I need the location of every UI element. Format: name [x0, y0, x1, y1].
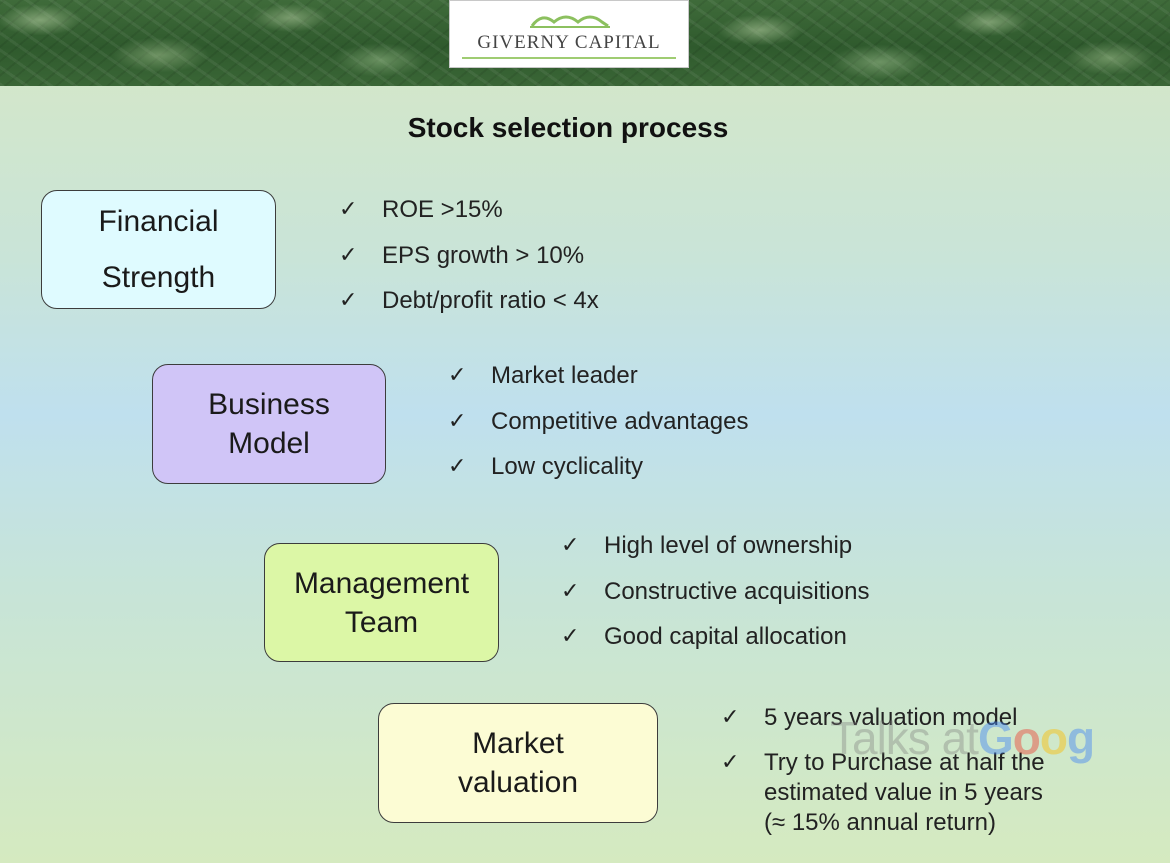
- list-item: ✓5 years valuation model: [721, 704, 1018, 731]
- check-icon: ✓: [339, 242, 358, 268]
- card-label-line: Market: [472, 727, 564, 760]
- list-item: ✓Good capital allocation: [561, 623, 847, 650]
- management-team-criteria: ✓High level of ownership ✓Constructive a…: [561, 532, 869, 669]
- card-label-line: valuation: [457, 766, 579, 799]
- card-label-line: Financial: [98, 205, 219, 238]
- list-item: ✓Low cyclicality: [448, 453, 644, 480]
- financial-strength-criteria: ✓ROE >15% ✓EPS growth > 10% ✓Debt/profit…: [339, 196, 599, 333]
- business-model-box: Business Model: [152, 364, 386, 484]
- financial-strength-box: Financial Strength: [41, 190, 276, 309]
- list-item: ✓Constructive acquisitions: [561, 577, 870, 605]
- logo-text: GIVERNY CAPITAL: [477, 32, 661, 53]
- business-model-criteria: ✓Market leader ✓Competitive advantages ✓…: [448, 362, 748, 499]
- card-label-line: Model: [228, 427, 310, 460]
- page-title: Stock selection process: [407, 112, 729, 143]
- list-item: ✓Competitive advantages: [448, 407, 749, 435]
- card-label-line: Management: [293, 566, 470, 600]
- card-label-line: Business: [208, 388, 330, 421]
- market-valuation-criteria: ✓5 years valuation model ✓ Try to Purcha…: [721, 704, 1045, 838]
- check-icon: ✓: [339, 197, 358, 222]
- bridge-logo-icon: [530, 15, 610, 28]
- check-icon: ✓: [448, 408, 467, 434]
- card-label-line: Team: [344, 605, 419, 639]
- list-item: ✓ Try to Purchase at half the estimated …: [721, 749, 1045, 836]
- check-icon: ✓: [448, 454, 467, 479]
- check-icon: ✓: [721, 705, 740, 730]
- check-icon: ✓: [561, 533, 580, 558]
- logo-underline: [462, 57, 676, 59]
- list-item: ✓Market leader: [448, 362, 638, 389]
- list-item: ✓EPS growth > 10%: [339, 241, 585, 269]
- card-label-line: Strength: [101, 260, 216, 294]
- check-icon: ✓: [561, 624, 580, 649]
- list-item: ✓Debt/profit ratio < 4x: [339, 287, 599, 314]
- talks-at-google-watermark: Talks atGoog: [830, 712, 1095, 764]
- check-icon: ✓: [448, 363, 467, 388]
- list-item: ✓ROE >15%: [339, 196, 503, 223]
- logo: GIVERNY CAPITAL: [449, 0, 689, 68]
- check-icon: ✓: [721, 750, 740, 775]
- market-valuation-box: Market valuation: [378, 703, 658, 823]
- list-item: ✓High level of ownership: [561, 532, 853, 559]
- management-team-box: Management Team: [264, 543, 499, 662]
- check-icon: ✓: [339, 288, 358, 313]
- check-icon: ✓: [561, 578, 580, 604]
